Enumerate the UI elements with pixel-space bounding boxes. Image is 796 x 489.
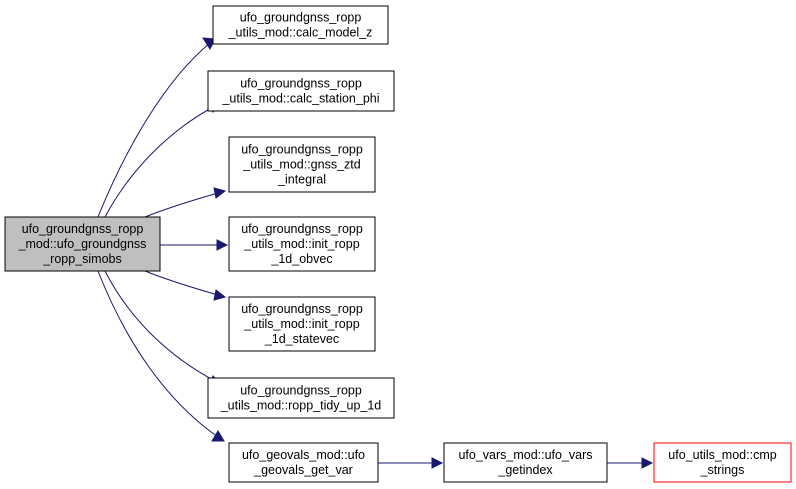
node-label-line: _getindex — [497, 463, 553, 477]
node-box — [443, 442, 608, 483]
node-gnss-ztd-integral[interactable]: ufo_groundgnss_ropp_utils_mod::gnss_ztd_… — [228, 136, 376, 193]
edge-arrowhead — [211, 430, 225, 442]
node-ufo-vars-getindex[interactable]: ufo_vars_mod::ufo_vars_getindex — [443, 442, 608, 483]
edge-root-to-init_ropp_1d_statevec — [144, 270, 227, 301]
node-box — [653, 442, 792, 483]
node-ropp-tidy-up-1d[interactable]: ufo_groundgnss_ropp_utils_mod::ropp_tidy… — [207, 377, 395, 419]
node-label-line: ufo_groundgnss_ropp — [240, 384, 362, 398]
node-calc-model-z[interactable]: ufo_groundgnss_ropp_utils_mod::calc_mode… — [212, 5, 389, 45]
edge-line — [104, 270, 216, 382]
node-label-line: _strings — [700, 463, 745, 477]
node-label-line: ufo_geovals_mod::ufo — [242, 448, 365, 462]
node-label-line: _utils_mod::calc_model_z — [228, 26, 373, 40]
edge-arrowhead — [216, 239, 229, 251]
node-label-line: _utils_mod::init_ropp — [243, 317, 359, 331]
node-label-line: _geovals_get_var — [253, 463, 353, 477]
node-label-line: ufo_groundgnss_ropp — [22, 222, 144, 236]
node-label-line: _utils_mod::gnss_ztd — [242, 158, 360, 172]
node-box — [228, 442, 379, 483]
node-label-line: ufo_vars_mod::ufo_vars — [458, 448, 592, 462]
node-label-line: _mod::ufo_groundgnss — [18, 237, 147, 251]
node-cmp-strings[interactable]: ufo_utils_mod::cmp_strings — [653, 442, 792, 483]
edge-arrowhead — [431, 457, 444, 469]
node-label-line: ufo_utils_mod::cmp — [668, 448, 776, 462]
node-label-line: _1d_statevec — [264, 332, 339, 346]
edge-root-to-ropp_tidy_up_1d — [104, 270, 222, 388]
edge-line — [97, 270, 219, 438]
edge-root-to-init_ropp_1d_obvec — [160, 239, 229, 251]
node-init-ropp-1d-obvec[interactable]: ufo_groundgnss_ropp_utils_mod::init_ropp… — [228, 216, 376, 272]
edge-arrowhead — [641, 457, 654, 469]
node-box — [228, 216, 376, 272]
edge-root-to-calc_model_z — [97, 37, 216, 218]
node-label-line: ufo_groundgnss_ropp — [241, 222, 363, 236]
node-box — [4, 216, 161, 272]
edge-arrowhead — [213, 289, 227, 301]
edge-line — [144, 270, 219, 296]
edge-ufo_vars_getindex-to-cmp_strings — [607, 457, 654, 469]
node-label-line: _integral — [277, 173, 326, 187]
edge-line — [97, 42, 211, 218]
edge-root-to-calc_station_phi — [104, 100, 222, 218]
edge-ufo_geovals_get_var-to-ufo_vars_getindex — [378, 457, 444, 469]
node-label-line: ufo_groundgnss_ropp — [241, 143, 363, 157]
node-init-ropp-1d-statevec[interactable]: ufo_groundgnss_ropp_utils_mod::init_ropp… — [228, 296, 376, 352]
edge-line — [104, 105, 216, 218]
node-label-line: _utils_mod::init_ropp — [243, 237, 359, 251]
nodes-layer: ufo_groundgnss_ropp_mod::ufo_groundgnss_… — [4, 5, 792, 483]
edge-line — [144, 192, 219, 218]
node-box — [207, 377, 395, 419]
node-label-line: _utils_mod::ropp_tidy_up_1d — [220, 399, 382, 413]
node-label-line: _utils_mod::calc_station_phi — [221, 92, 379, 106]
node-label-line: ufo_groundgnss_ropp — [240, 77, 362, 91]
node-label-line: _ropp_simobs — [42, 252, 122, 266]
node-calc-station-phi[interactable]: ufo_groundgnss_ropp_utils_mod::calc_stat… — [207, 70, 395, 112]
node-box — [207, 70, 395, 112]
edge-arrowhead — [213, 187, 227, 199]
node-box — [228, 136, 376, 193]
edge-root-to-ufo_geovals_get_var — [97, 270, 225, 442]
node-label-line: _1d_obvec — [270, 252, 332, 266]
node-box — [228, 296, 376, 352]
node-box — [212, 5, 389, 45]
node-label-line: ufo_groundgnss_ropp — [240, 11, 362, 25]
edge-root-to-gnss_ztd_integral — [144, 187, 227, 218]
node-root[interactable]: ufo_groundgnss_ropp_mod::ufo_groundgnss_… — [4, 216, 161, 272]
node-ufo-geovals-get-var[interactable]: ufo_geovals_mod::ufo_geovals_get_var — [228, 442, 379, 483]
node-label-line: ufo_groundgnss_ropp — [241, 302, 363, 316]
